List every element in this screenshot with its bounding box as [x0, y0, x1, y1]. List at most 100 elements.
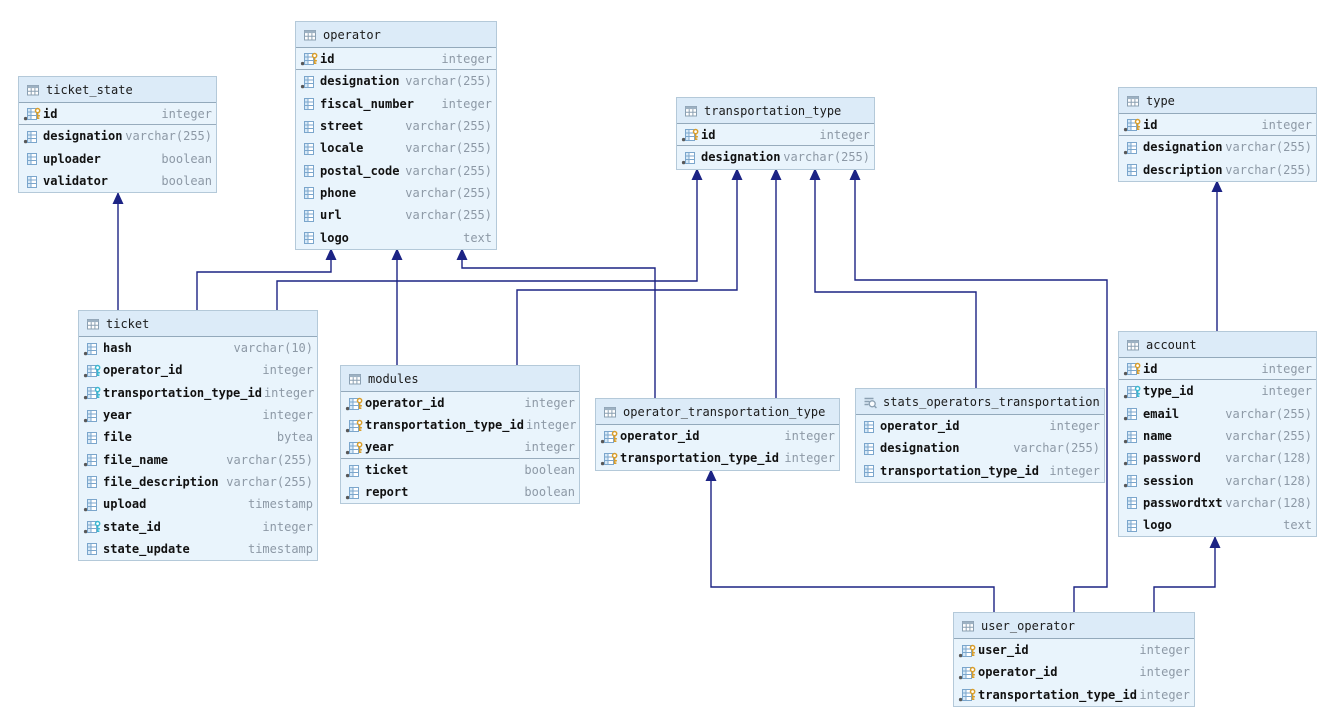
column-icon: [860, 419, 878, 434]
column-type: varchar(255): [1013, 441, 1100, 456]
fk-relationship-stats_operators_transportation-to-transportation_type[interactable]: [809, 168, 977, 388]
entity-header[interactable]: user_operator: [954, 613, 1194, 639]
primary-key-icon: [345, 396, 363, 411]
fk-relationship-ticket-to-operator[interactable]: [196, 248, 337, 310]
entity-header[interactable]: ticket_state: [19, 77, 216, 103]
column-name: state_id: [103, 519, 161, 534]
fk-relationship-operator_transportation_type-to-operator[interactable]: [456, 248, 656, 398]
column-name: transportation_type_id: [880, 463, 1039, 478]
table-icon: [1126, 94, 1140, 108]
column-name: locale: [320, 141, 364, 156]
entity-header[interactable]: account: [1119, 332, 1316, 358]
column-name: name: [1143, 429, 1172, 444]
entity-header[interactable]: stats_operators_transportation: [856, 389, 1104, 415]
entity-header[interactable]: modules: [341, 366, 579, 392]
column-type: integer: [1261, 361, 1312, 376]
column-name: state_update: [103, 541, 190, 556]
entity-header[interactable]: ticket: [79, 311, 317, 337]
entity-header[interactable]: transportation_type: [677, 98, 874, 124]
column-row-name[interactable]: name varchar(255): [1119, 425, 1316, 447]
not-null-column-icon: [83, 408, 101, 423]
column-name: designation: [1143, 140, 1223, 155]
entity-header[interactable]: operator: [296, 22, 496, 48]
column-icon: [860, 441, 878, 456]
fk-relationship-ticket-to-transportation_type[interactable]: [276, 168, 703, 310]
fk-relationship-modules-to-transportation_type[interactable]: [516, 168, 743, 365]
column-icon: [300, 96, 318, 111]
not-null-column-icon: [23, 129, 41, 144]
entity-header[interactable]: type: [1119, 88, 1316, 114]
column-name: transportation_type_id: [978, 687, 1137, 702]
fk-relationship-user_operator-to-transportation_type[interactable]: [849, 168, 1108, 612]
not-null-column-icon: [345, 463, 363, 478]
fk-relationship-user_operator-to-operator_transportation_type[interactable]: [705, 469, 995, 612]
primary-key-icon: [958, 687, 976, 702]
fk-relationship-user_operator-to-account[interactable]: [1153, 536, 1221, 612]
entity-header[interactable]: operator_transportation_type: [596, 399, 839, 425]
column-type: varchar(255): [1225, 429, 1312, 444]
primary-key-icon: [958, 643, 976, 658]
column-name: operator_id: [103, 363, 183, 378]
column-type: integer: [1139, 643, 1190, 658]
